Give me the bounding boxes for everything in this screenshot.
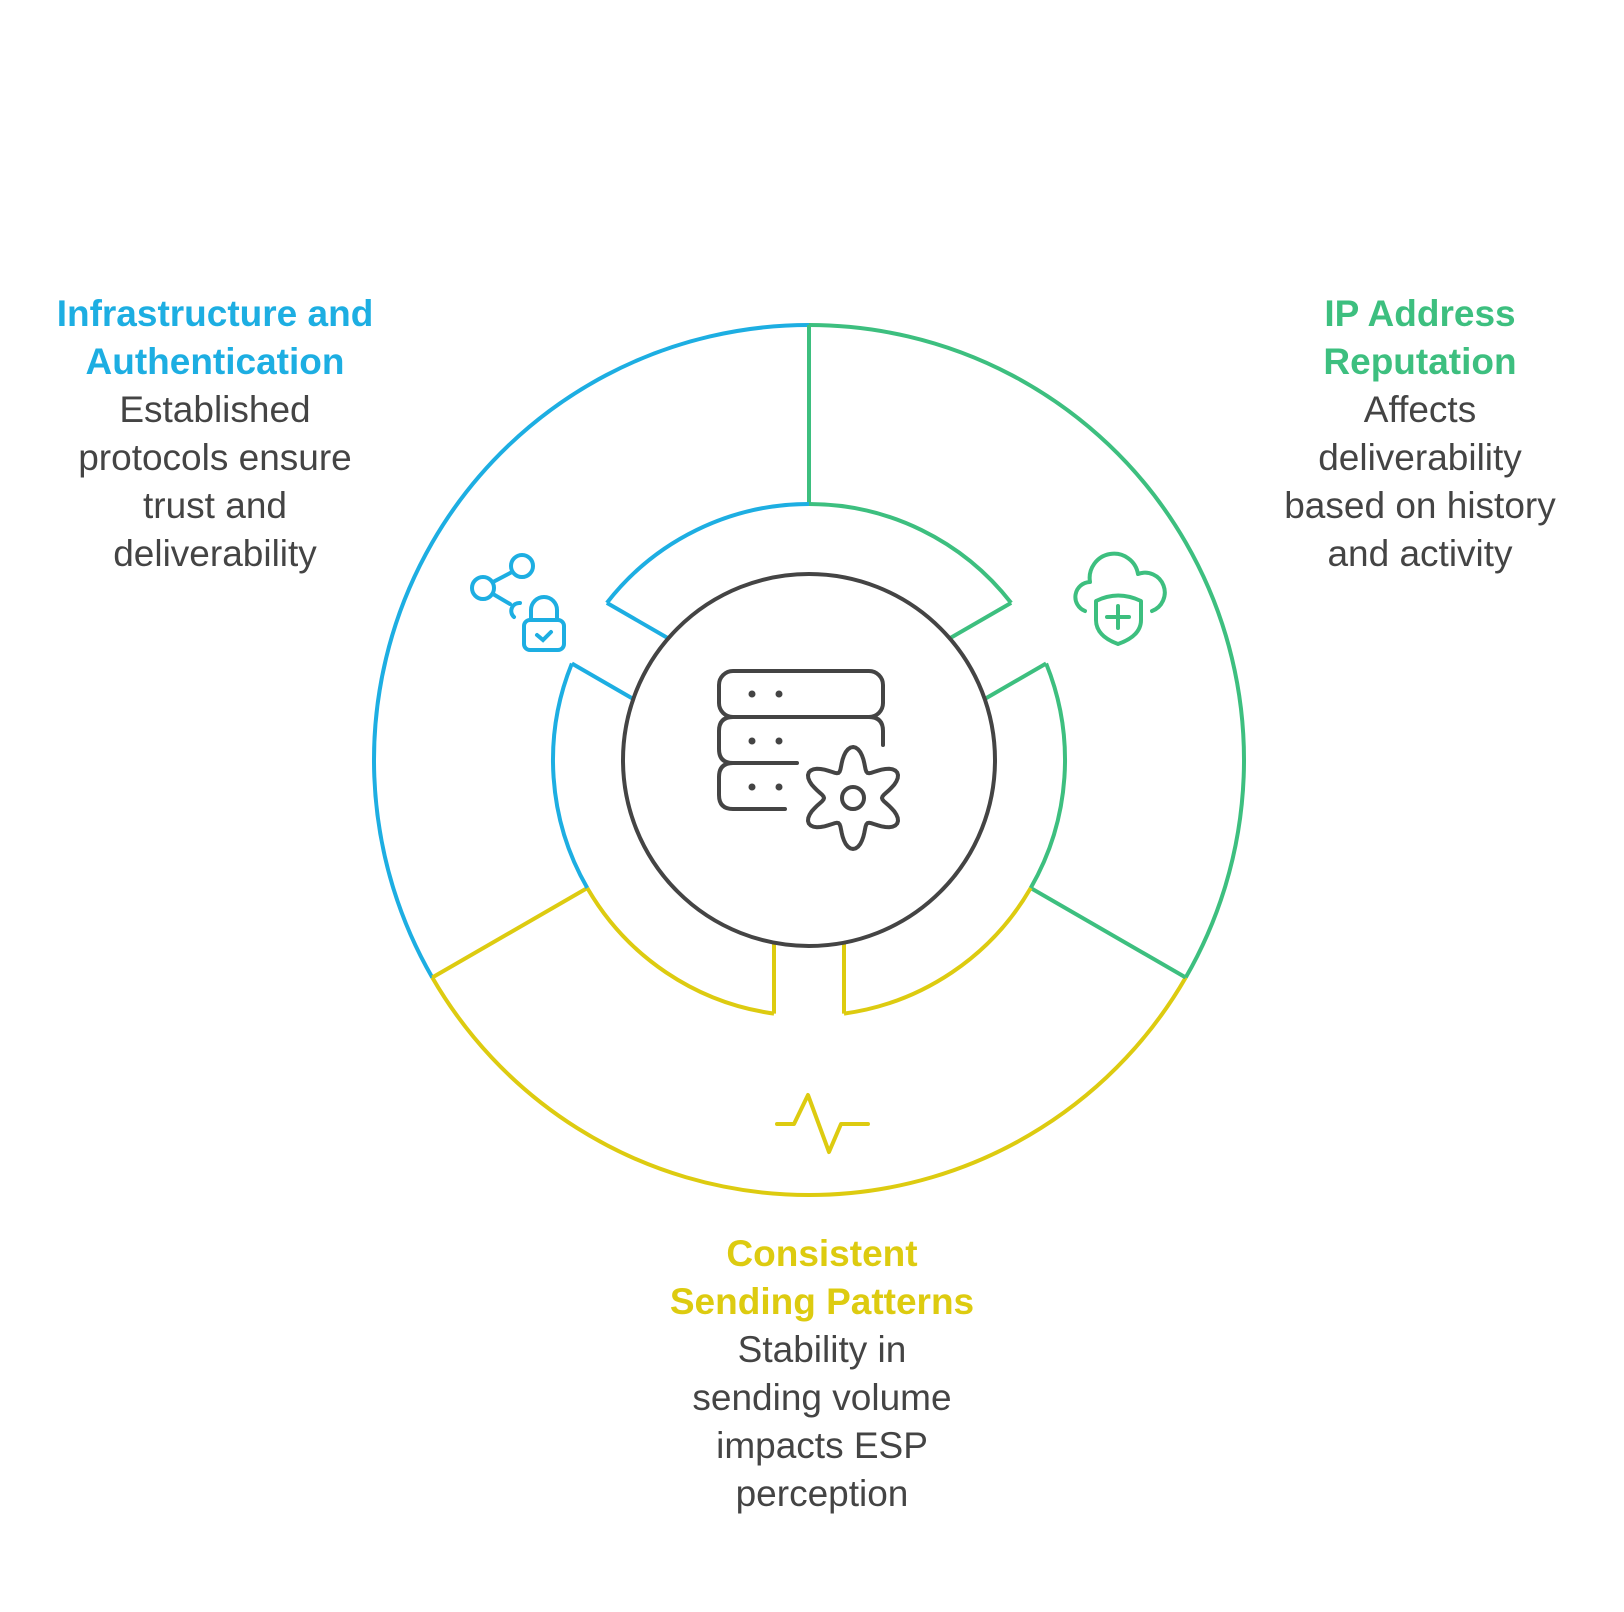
section-infrastructure: Infrastructure and Authentication Establ… — [15, 290, 415, 578]
section-description: sending volume — [692, 1377, 952, 1418]
inner-arc — [585, 886, 775, 1016]
section-description: perception — [735, 1473, 909, 1514]
section-description: and activity — [1327, 533, 1513, 574]
center-circle — [621, 572, 997, 948]
divider-line — [431, 886, 589, 980]
section-ip-reputation: IP Address Reputation Affects deliverabi… — [1220, 290, 1620, 578]
section-description: Affects — [1363, 389, 1477, 430]
section-description: deliverability — [1318, 437, 1522, 478]
section-title: Consistent — [726, 1233, 918, 1274]
section-description: based on history — [1284, 485, 1556, 526]
server-gear-icon — [717, 669, 901, 852]
section-description: impacts ESP — [716, 1425, 928, 1466]
section-description: Established — [119, 389, 311, 430]
section-title: IP Address — [1324, 293, 1516, 334]
divider-line — [1029, 886, 1187, 980]
inner-arc — [843, 886, 1033, 1016]
inner-arc — [605, 502, 810, 605]
outer-arc-sending-patterns — [430, 976, 1188, 1197]
section-description: protocols ensure — [78, 437, 352, 478]
gap-line — [605, 601, 670, 641]
share-lock-icon — [470, 553, 566, 652]
ring-segments — [372, 323, 1246, 1197]
gap-line — [983, 661, 1048, 701]
inner-arc — [808, 502, 1013, 605]
outer-arc-ip-reputation — [808, 323, 1246, 979]
gap-line — [570, 661, 635, 701]
section-title: Authentication — [85, 341, 345, 382]
section-description: deliverability — [113, 533, 317, 574]
section-title: Infrastructure and — [56, 293, 374, 334]
section-description: Stability in — [737, 1329, 907, 1370]
outer-arc-infrastructure — [372, 323, 810, 979]
cloud-shield-icon — [1073, 551, 1167, 646]
pulse-icon — [775, 1093, 870, 1154]
section-sending-patterns: Consistent Sending Patterns Stability in… — [622, 1230, 1022, 1518]
inner-arc — [1028, 662, 1067, 889]
gap-line — [948, 601, 1013, 641]
inner-arc — [551, 662, 590, 889]
section-title: Sending Patterns — [669, 1281, 975, 1322]
section-description: trust and — [143, 485, 287, 526]
section-title: Reputation — [1323, 341, 1517, 382]
